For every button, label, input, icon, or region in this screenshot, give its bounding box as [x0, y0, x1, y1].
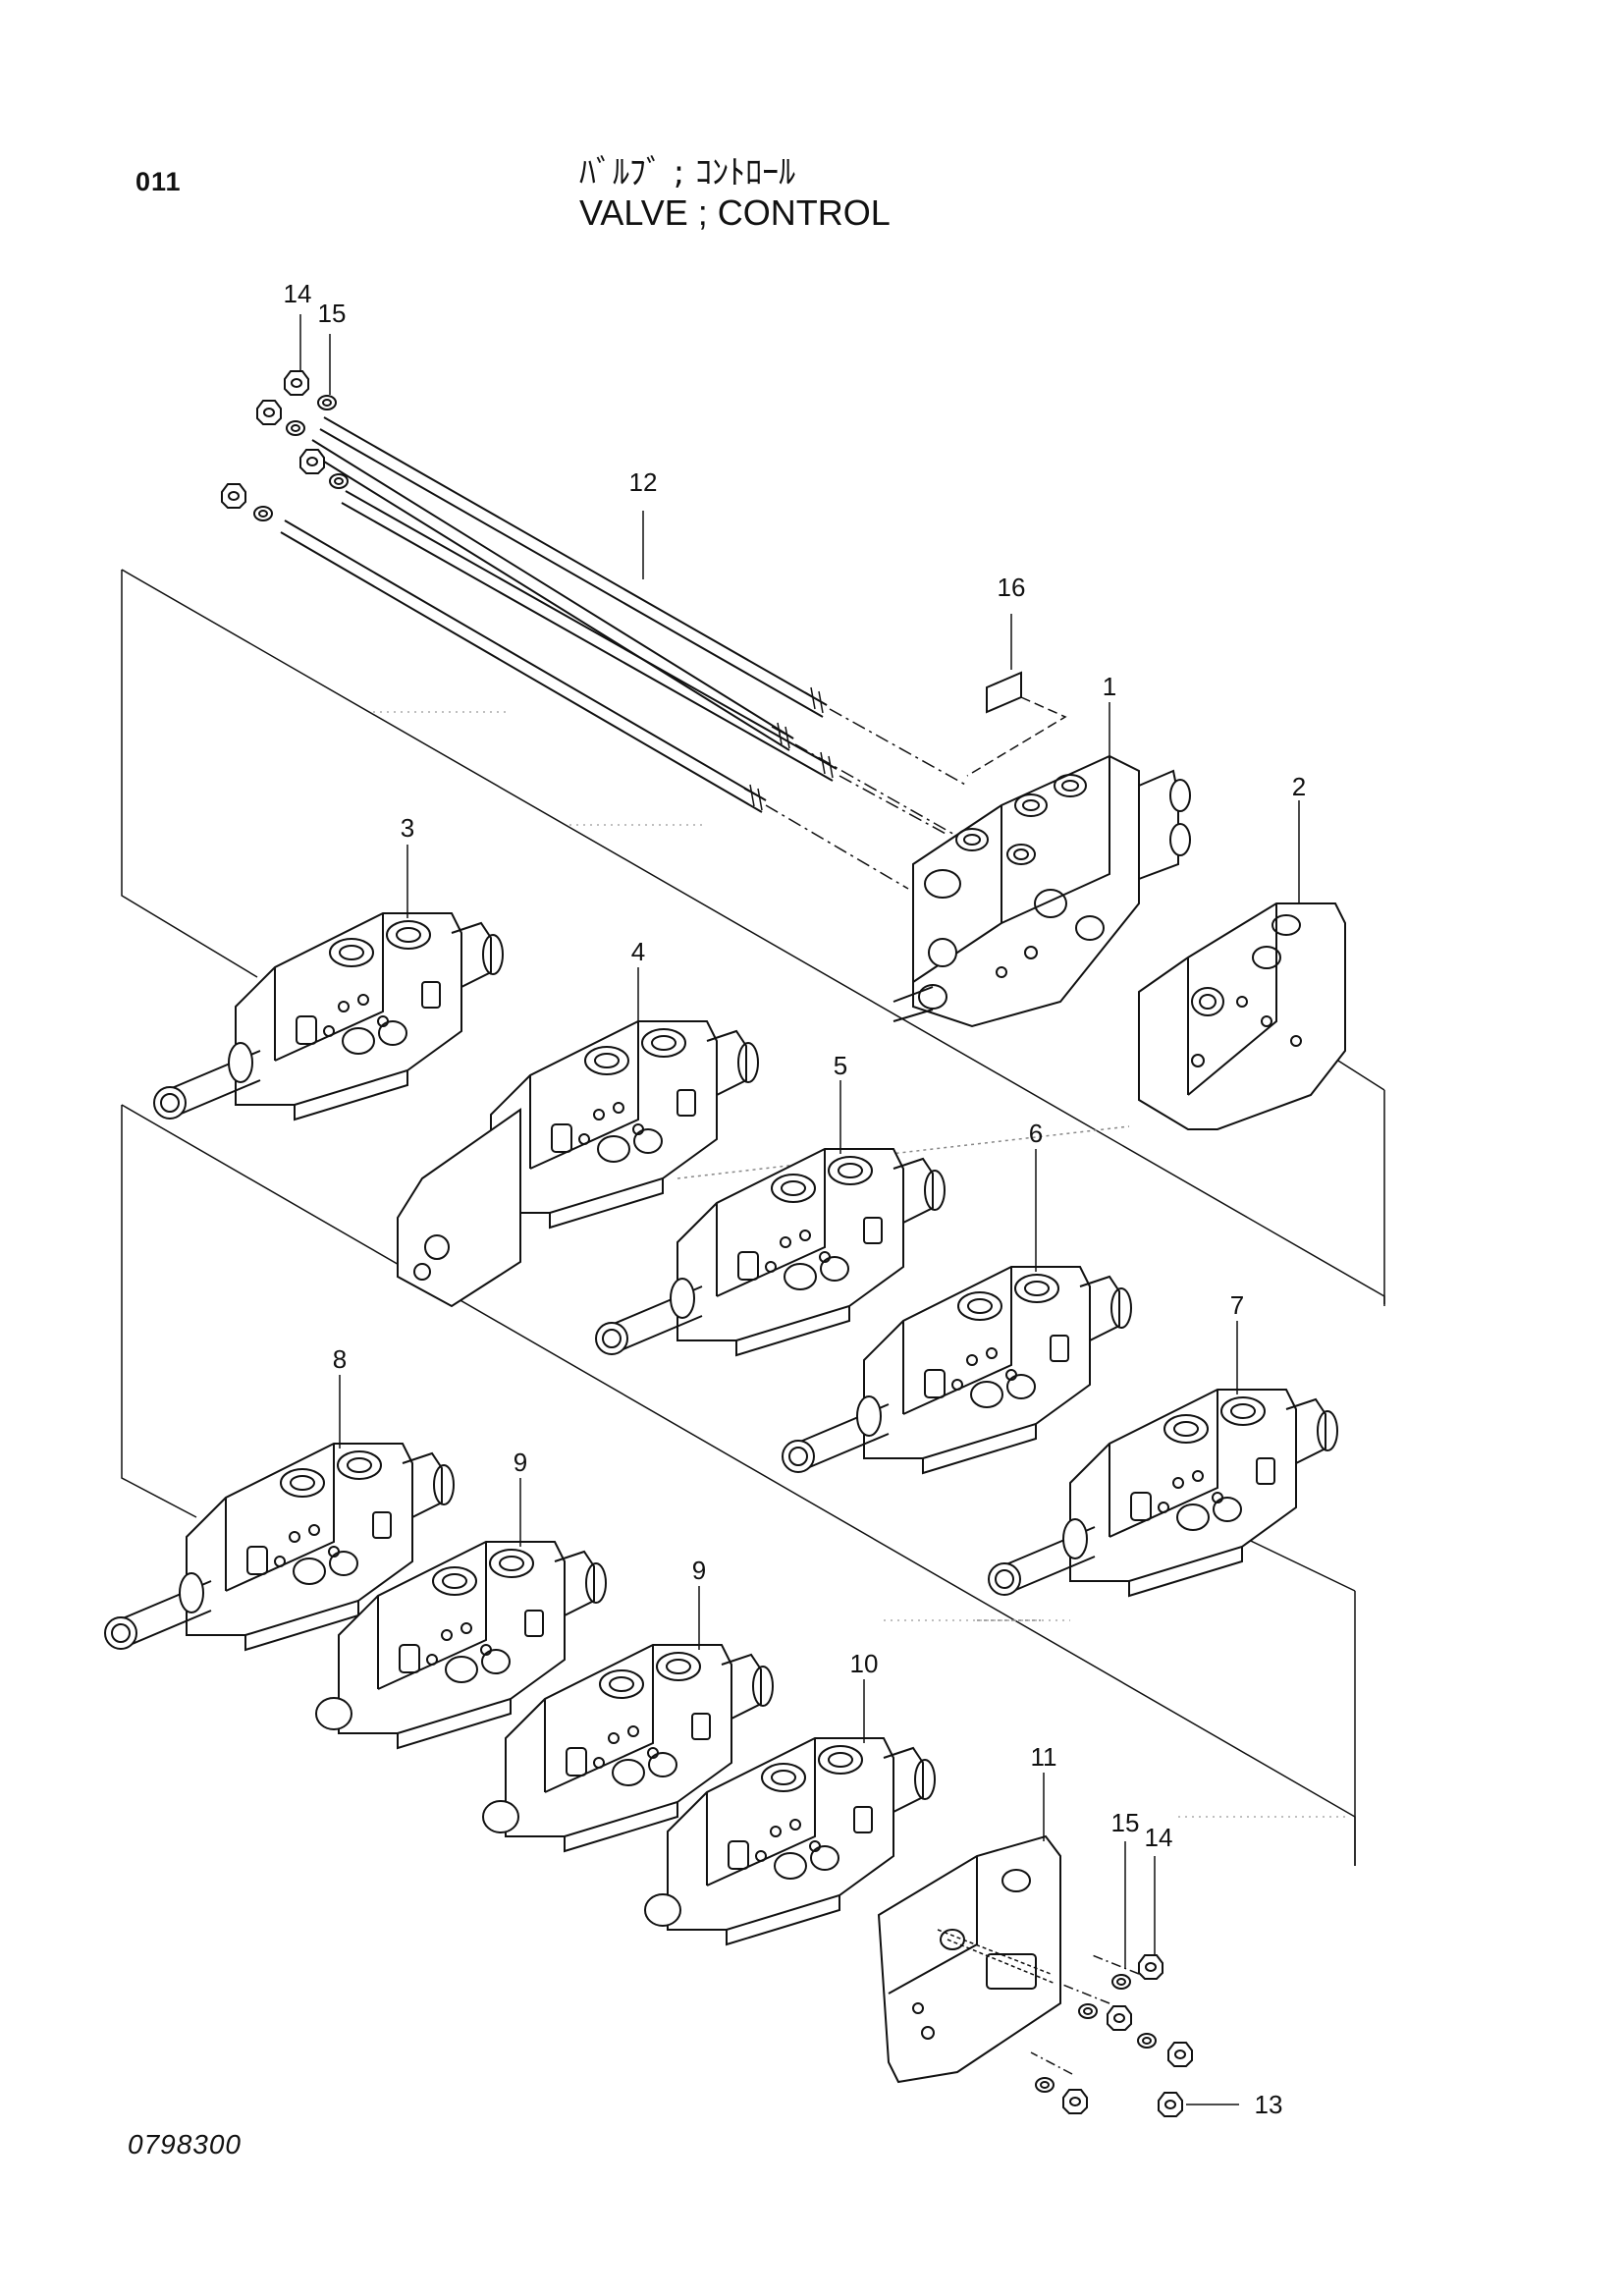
callout-10: 10	[850, 1649, 879, 1678]
drawing-number: 0798300	[128, 2129, 243, 2159]
valve-inlet-1	[893, 756, 1190, 1026]
valve-section-10	[644, 1737, 936, 1945]
callout-6: 6	[1029, 1119, 1043, 1148]
tie-rods	[281, 417, 972, 889]
callout-3: 3	[401, 813, 414, 843]
callout-1: 1	[1103, 672, 1116, 701]
callout-14-bottom: 14	[1145, 1823, 1173, 1852]
callout-11: 11	[1031, 1742, 1057, 1772]
label-plate-16	[967, 614, 1065, 776]
nuts-washers-bottom	[1031, 1841, 1239, 2117]
valve-section-9b	[482, 1644, 774, 1852]
callout-7: 7	[1230, 1290, 1244, 1320]
nuts-washers-top	[221, 314, 349, 521]
callout-12: 12	[629, 467, 658, 497]
callout-5: 5	[834, 1051, 847, 1080]
callout-9a: 9	[514, 1448, 527, 1477]
callout-2: 2	[1292, 772, 1306, 801]
valve-outlet-11	[879, 1836, 1060, 2082]
callout-16: 16	[998, 573, 1026, 602]
valve-section-9a	[315, 1541, 607, 1749]
callout-15-bottom: 15	[1111, 1808, 1140, 1837]
leader-lines	[339, 511, 1300, 1841]
valve-end-cover-2	[1139, 903, 1345, 1129]
callout-8: 8	[333, 1344, 347, 1374]
callout-13: 13	[1255, 2090, 1283, 2119]
callout-4: 4	[631, 937, 645, 966]
valve-section-4	[397, 1020, 759, 1308]
callout-numbers: 1 2 3 4 5 6 7 8 9 9 10 11 12 13 14 15 14…	[284, 279, 1307, 2119]
valve-section-3	[153, 912, 504, 1121]
callout-14-top: 14	[284, 279, 312, 308]
envelope-lines	[122, 570, 1384, 1866]
callout-9b: 9	[692, 1556, 706, 1585]
page-code: 011	[135, 167, 182, 196]
callout-15-top: 15	[318, 299, 347, 328]
title-english: VALVE ; CONTROL	[579, 192, 891, 233]
title-japanese: ﾊﾞﾙﾌﾞ ; ｺﾝﾄﾛｰﾙ	[579, 153, 796, 192]
